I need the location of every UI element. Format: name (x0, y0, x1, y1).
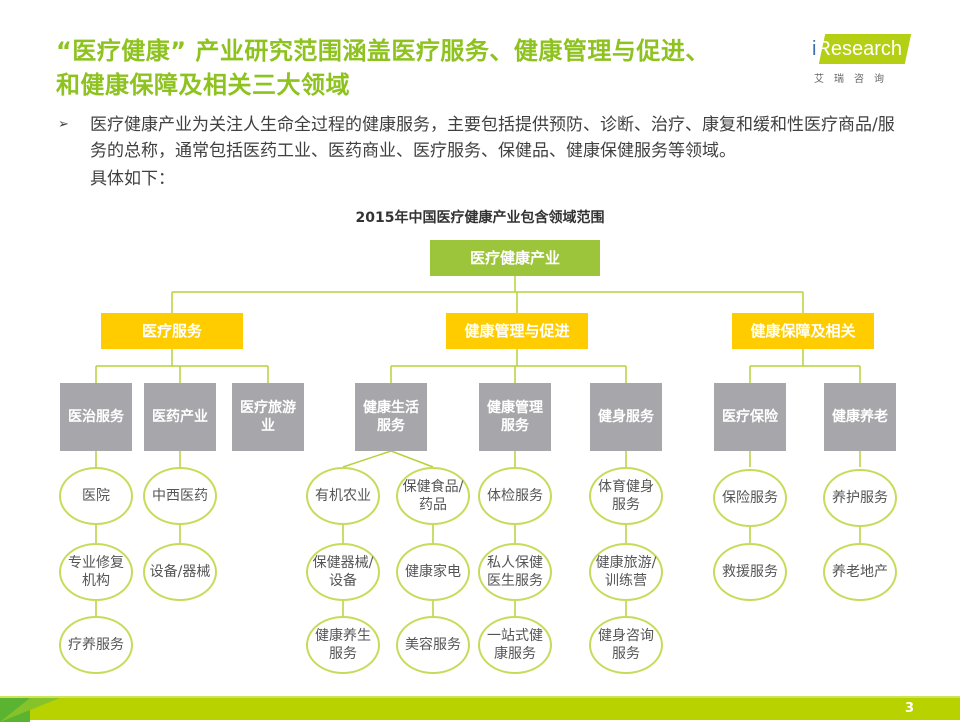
category-node: 医药产业 (144, 383, 216, 451)
item-node: 健康家电 (396, 543, 470, 601)
diagram-title: 2015年中国医疗健康产业包含领域范围 (355, 210, 605, 226)
root-node: 医疗健康产业 (430, 240, 600, 276)
item-node: 美容服务 (396, 616, 470, 674)
logo-cn: 艾瑞咨询 (814, 74, 894, 85)
group-node: 健康管理与促进 (446, 313, 588, 349)
category-node: 健康养老 (824, 383, 896, 451)
group-node: 健康保障及相关 (732, 313, 874, 349)
title-line-1: “医疗健康” 产业研究范围涵盖医疗服务、健康管理与促进、 (56, 37, 710, 65)
item-node: 设备/器械 (143, 543, 217, 601)
category-node: 健康管理服务 (479, 383, 551, 451)
iresearch-logo: iResearch 艾瑞咨询 (806, 34, 916, 90)
category-node: 医疗保险 (714, 383, 786, 451)
category-node: 健康生活服务 (355, 383, 427, 451)
item-node: 保健食品/药品 (396, 467, 470, 525)
category-node: 健身服务 (590, 383, 662, 451)
logo-word: iResearch (812, 38, 902, 61)
logo-research: Research (816, 38, 903, 60)
footer-bar: 3 (0, 696, 960, 722)
item-node: 健康养生服务 (306, 616, 380, 674)
bullet-text: 医疗健康产业为关注人生命全过程的健康服务，主要包括提供预防、诊断、治疗、康复和缓… (90, 115, 895, 161)
slide-title: “医疗健康” 产业研究范围涵盖医疗服务、健康管理与促进、 和健康保障及相关三大领… (56, 34, 710, 102)
item-node: 健身咨询服务 (589, 616, 663, 674)
item-node: 中西医药 (143, 467, 217, 525)
title-line-2: 和健康保障及相关三大领域 (56, 71, 350, 99)
item-node: 养老地产 (823, 543, 897, 601)
item-node: 医院 (59, 467, 133, 525)
bullet-sub: 具体如下： (90, 169, 175, 189)
item-node: 专业修复机构 (59, 543, 133, 601)
footer-decoration (0, 698, 60, 722)
logo-i: i (812, 38, 817, 60)
item-node: 保健器械/设备 (306, 543, 380, 601)
connector (342, 450, 392, 468)
item-node: 体育健身服务 (589, 467, 663, 525)
item-node: 有机农业 (306, 467, 380, 525)
group-node: 医疗服务 (101, 313, 243, 349)
connector (390, 450, 434, 468)
item-node: 疗养服务 (59, 616, 133, 674)
category-node: 医疗旅游业 (232, 383, 304, 451)
bullet-paragraph: ➢ 医疗健康产业为关注人生命全过程的健康服务，主要包括提供预防、诊断、治疗、康复… (58, 112, 910, 164)
item-node: 保险服务 (713, 469, 787, 527)
item-node: 体检服务 (478, 467, 552, 525)
page-number: 3 (904, 701, 914, 716)
item-node: 救援服务 (713, 543, 787, 601)
item-node: 养护服务 (823, 469, 897, 527)
category-node: 医治服务 (60, 383, 132, 451)
item-node: 健康旅游/训练营 (589, 543, 663, 601)
item-node: 一站式健康服务 (478, 616, 552, 674)
bullet-arrow-icon: ➢ (58, 117, 69, 132)
item-node: 私人保健医生服务 (478, 543, 552, 601)
